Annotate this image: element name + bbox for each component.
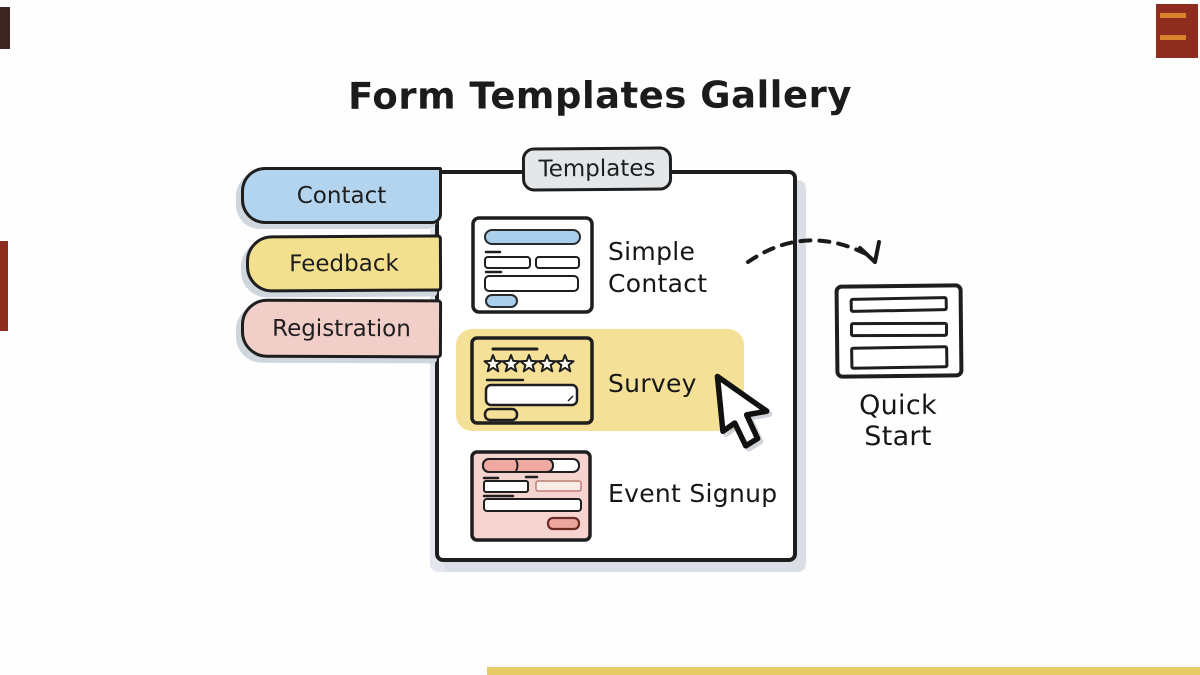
edge-artifact-left xyxy=(0,241,8,331)
form-field-wide xyxy=(483,498,582,512)
form-field xyxy=(535,256,580,269)
survey-card[interactable] xyxy=(470,336,594,426)
form-field xyxy=(484,256,531,269)
simple-contact-card[interactable] xyxy=(470,213,596,315)
template-label-event-signup: Event Signup xyxy=(608,479,778,508)
sidebar-tab-feedback[interactable]: Feedback xyxy=(245,234,443,293)
sidebar-tab-contact[interactable]: Contact xyxy=(241,167,442,224)
star-icon xyxy=(537,354,557,373)
event-signup-card[interactable] xyxy=(469,449,593,543)
star-icon xyxy=(519,354,539,373)
form-field xyxy=(535,480,582,492)
edge-artifact-top-left xyxy=(0,7,10,49)
form-bar xyxy=(850,345,949,370)
star-icon xyxy=(555,354,575,373)
submit-button xyxy=(483,407,519,422)
edge-artifact-top-right xyxy=(1156,4,1198,58)
text-input-field xyxy=(484,383,579,407)
artifact-stripe xyxy=(1160,13,1186,18)
form-field-wide xyxy=(484,275,579,292)
tab-label: Registration xyxy=(272,315,411,342)
template-label-survey: Survey xyxy=(608,369,697,398)
quick-start-label: Quick Start xyxy=(859,390,937,452)
submit-button xyxy=(546,516,581,531)
arrowhead-icon xyxy=(858,240,881,264)
star-icon xyxy=(501,354,521,373)
tab-label: Contact xyxy=(296,182,387,209)
form-bar xyxy=(849,321,949,338)
form-title-bar xyxy=(484,229,581,245)
dashed-arrow xyxy=(746,238,881,264)
edge-artifact-bottom-bar xyxy=(487,667,1200,675)
tab-templates[interactable]: Templates xyxy=(521,146,673,192)
form-field xyxy=(483,480,529,493)
cursor-icon xyxy=(714,373,770,449)
star-rating-icons xyxy=(483,354,575,373)
tab-label: Feedback xyxy=(289,250,399,277)
sidebar-tab-registration[interactable]: Registration xyxy=(240,298,443,359)
star-icon xyxy=(483,354,503,373)
submit-button xyxy=(485,294,518,308)
quick-start-card[interactable] xyxy=(834,283,964,379)
artifact-stripe xyxy=(1160,35,1186,40)
template-label-simple-contact: Simple Contact xyxy=(608,237,708,298)
templates-tab-label: Templates xyxy=(538,155,656,183)
page-title: Form Templates Gallery xyxy=(348,73,852,118)
form-bar xyxy=(849,296,948,313)
